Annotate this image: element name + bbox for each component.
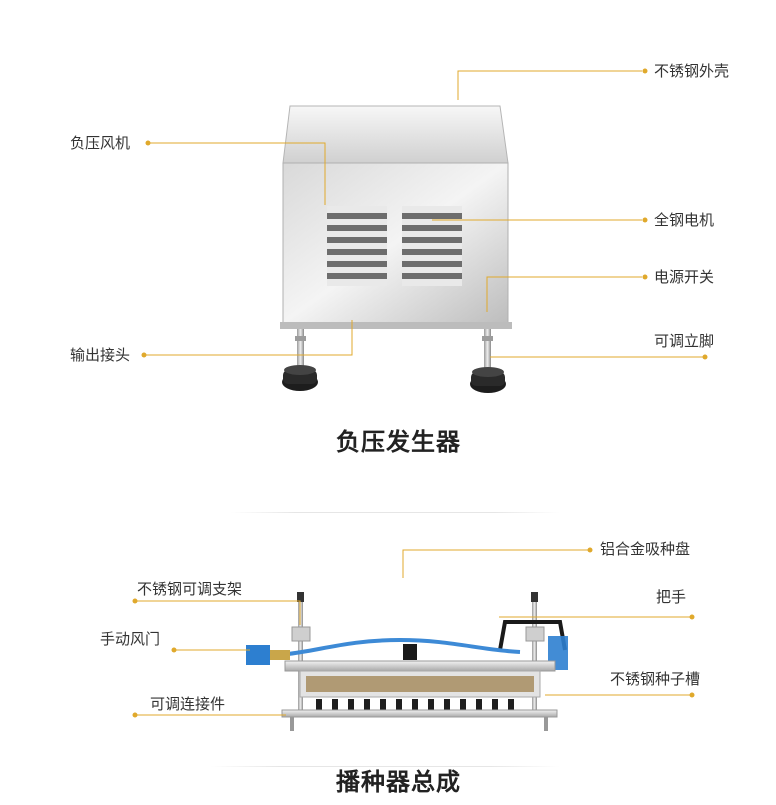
label-steel-motor: 全钢电机 [654, 211, 715, 229]
vent-left [327, 206, 387, 286]
label-adjustable-connector: 可调连接件 [150, 695, 226, 713]
section-divider [230, 512, 560, 513]
label-power-switch: 电源开关 [654, 268, 715, 286]
label-adjustable-feet: 可调立脚 [654, 332, 715, 350]
label-aluminum-seed-tray: 铝合金吸种盘 [600, 540, 691, 558]
adjustable-foot-left [282, 329, 318, 391]
leader-lines [137, 70, 703, 716]
vacuum-generator-box [280, 105, 512, 393]
label-handle: 把手 [656, 588, 687, 606]
seed-nozzles [316, 699, 514, 712]
leader-dots [132, 68, 708, 718]
seeder-assembly [246, 592, 568, 731]
label-manual-damper: 手动风门 [100, 630, 161, 648]
title-vacuum-generator: 负压发生器 [336, 427, 461, 456]
vent-right [402, 206, 462, 286]
adjustable-foot-right [470, 329, 506, 393]
label-adjustable-bracket: 不锈钢可调支架 [137, 580, 243, 598]
label-output-connector: 输出接头 [70, 346, 131, 364]
label-negative-pressure-fan: 负压风机 [70, 134, 131, 152]
title-seeder-assembly: 播种器总成 [336, 767, 461, 796]
bottom-divider [210, 766, 560, 767]
label-stainless-shell: 不锈钢外壳 [654, 62, 730, 80]
label-seed-groove: 不锈钢种子槽 [610, 670, 701, 688]
